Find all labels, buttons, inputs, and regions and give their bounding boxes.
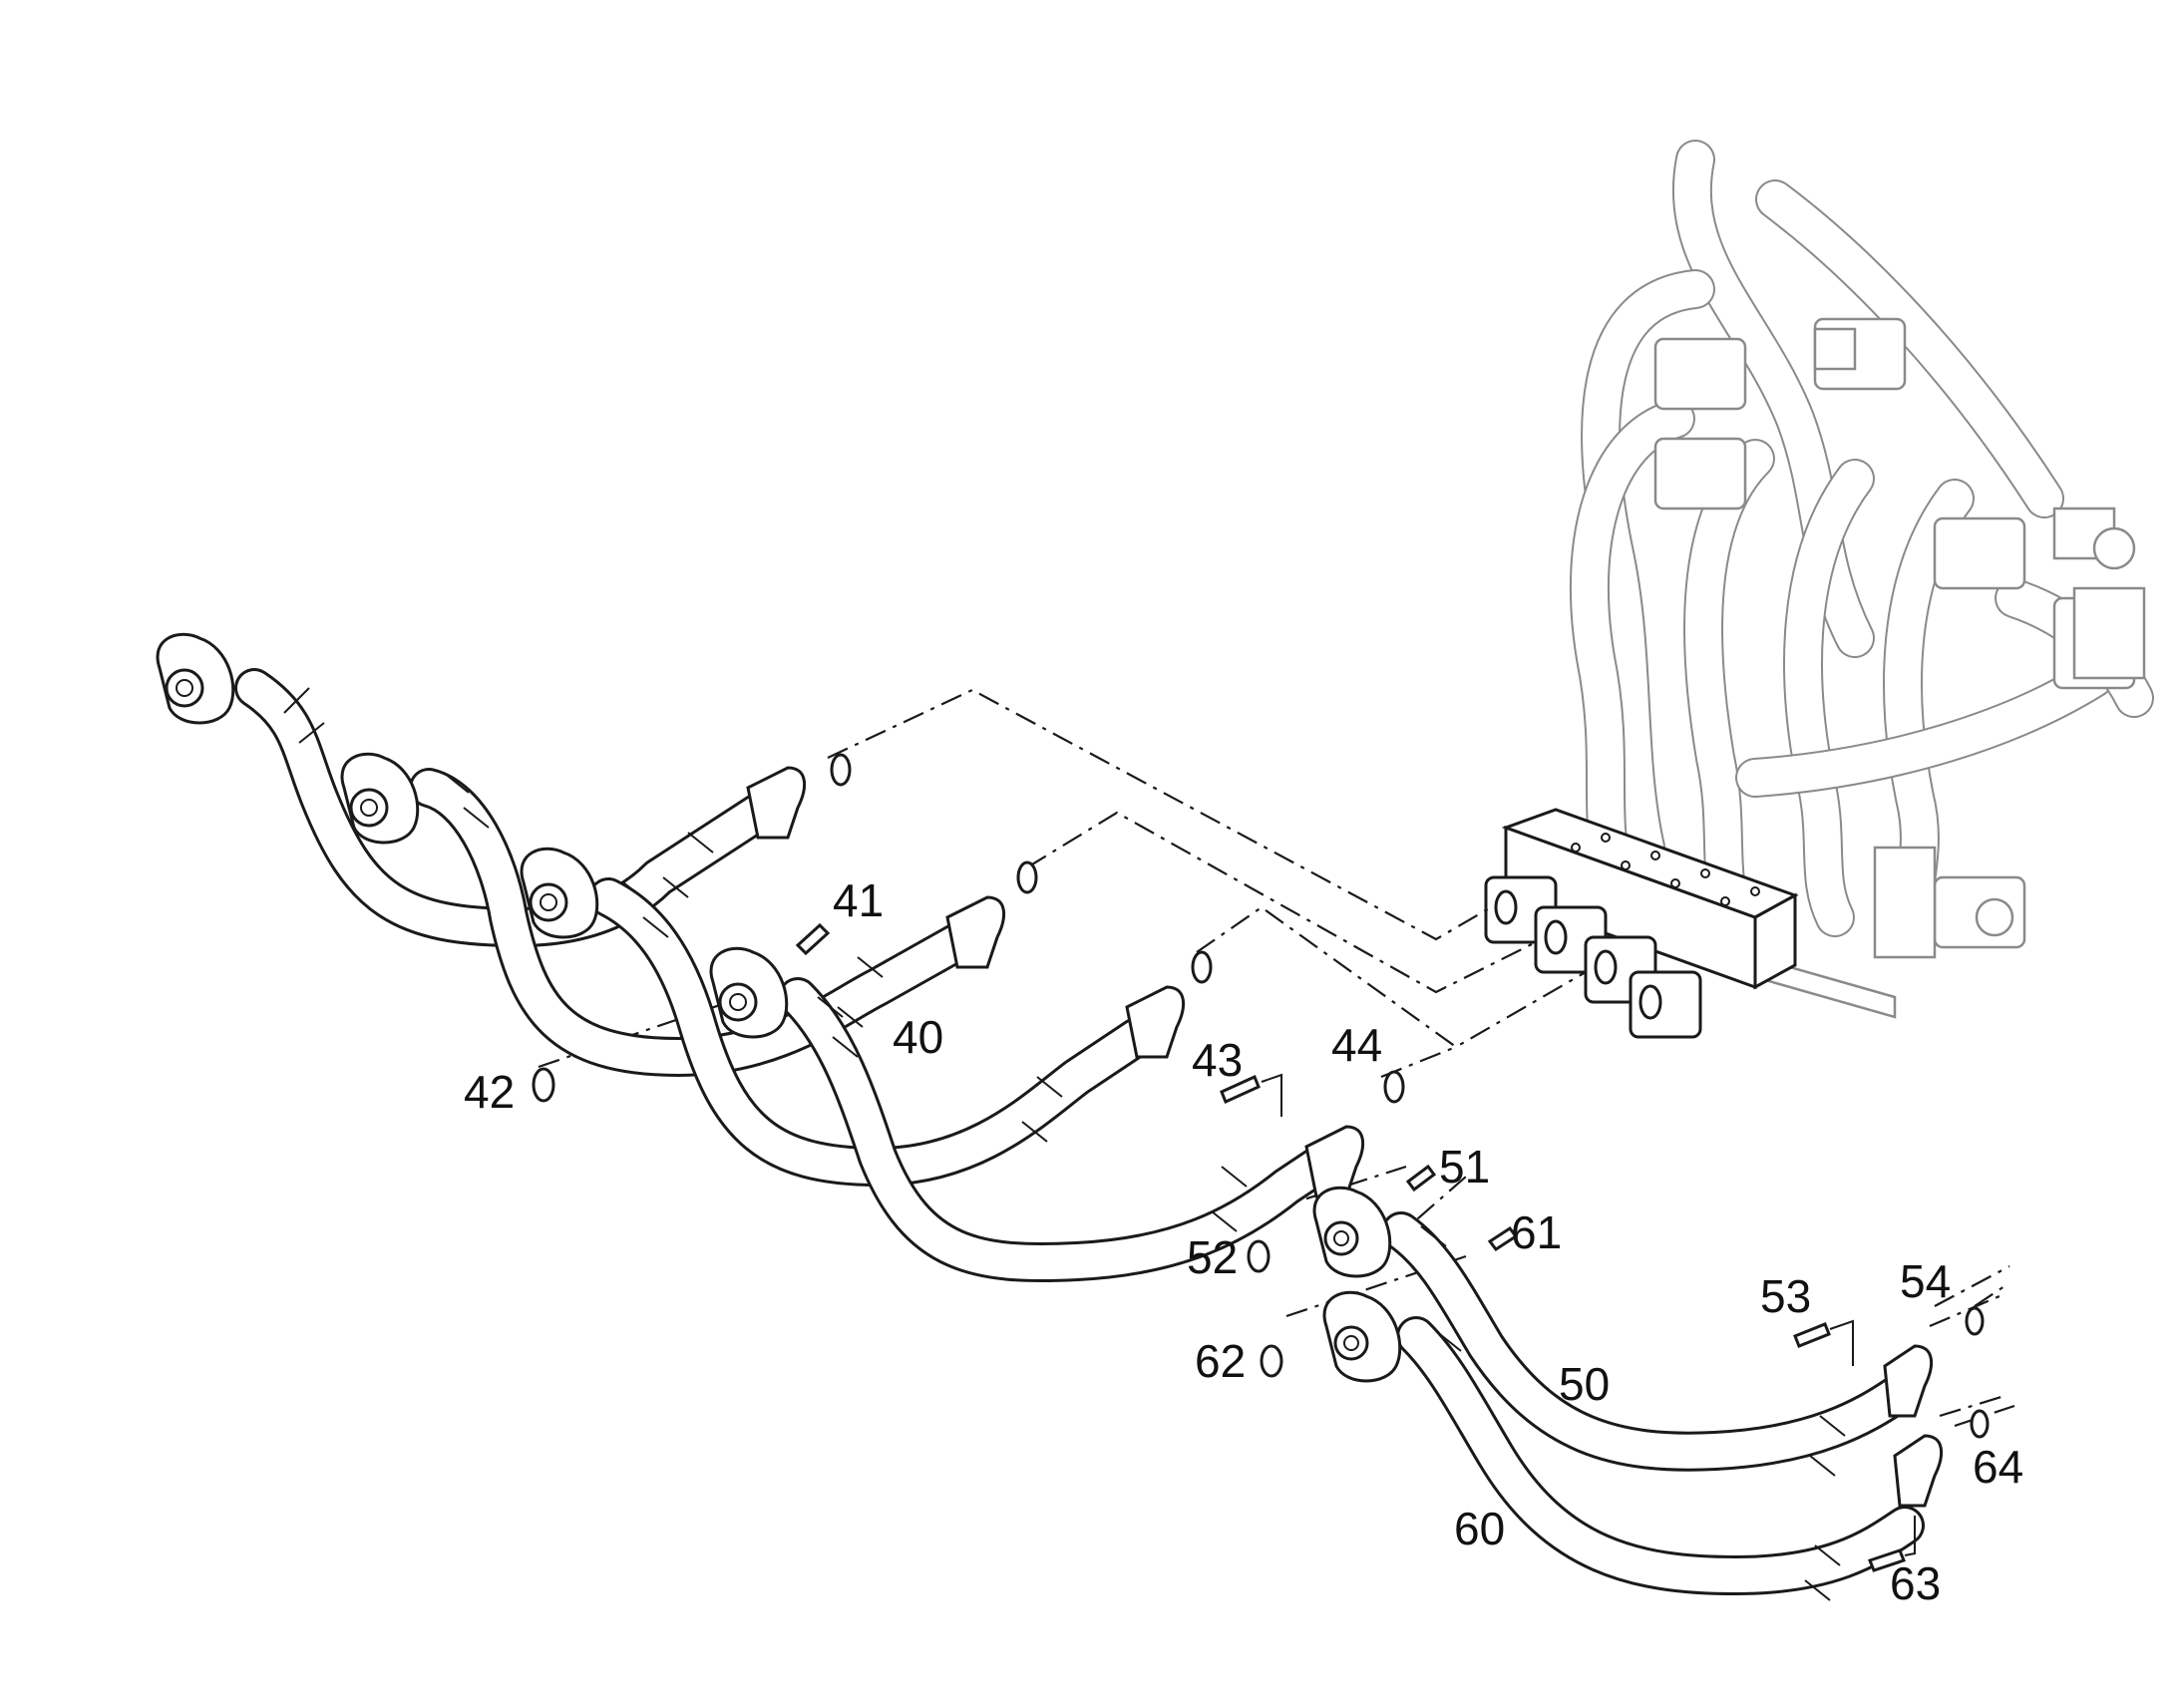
callout-51: 51 xyxy=(1439,1141,1491,1193)
callout-64: 64 xyxy=(1973,1441,2024,1493)
callout-44: 44 xyxy=(1331,1019,1383,1071)
callout-63: 63 xyxy=(1890,1557,1942,1609)
callout-54: 54 xyxy=(1900,1255,1952,1307)
callout-61: 61 xyxy=(1511,1206,1563,1258)
upper-hose-group xyxy=(234,668,1336,1283)
manifold-block xyxy=(1484,808,1799,1039)
callout-53: 53 xyxy=(1760,1270,1812,1322)
callout-62: 62 xyxy=(1195,1335,1247,1387)
upper-flanges xyxy=(156,632,1365,1198)
callout-41: 41 xyxy=(833,874,885,926)
callout-52: 52 xyxy=(1187,1231,1239,1283)
lower-hose-group xyxy=(1247,1164,1990,1601)
callout-50: 50 xyxy=(1559,1358,1611,1410)
callout-60: 60 xyxy=(1454,1503,1506,1554)
callout-40: 40 xyxy=(893,1011,944,1063)
callout-42: 42 xyxy=(464,1066,516,1118)
background-valve-assembly xyxy=(1569,140,2154,1019)
callout-43: 43 xyxy=(1192,1034,1244,1086)
upper-seals-and-bolts xyxy=(532,753,1405,1117)
